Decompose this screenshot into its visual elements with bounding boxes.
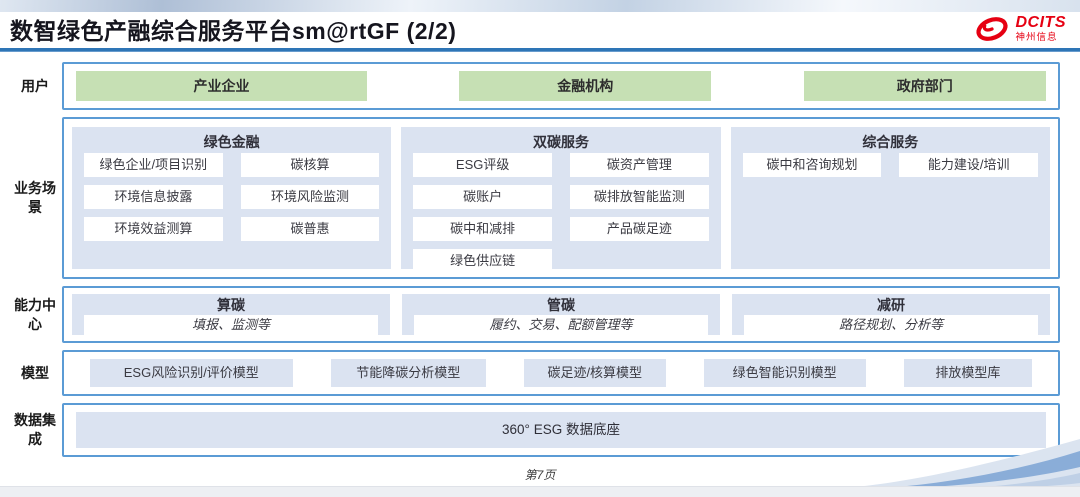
row-data-integration: 数据集成 360° ESG 数据底座 (8, 403, 1060, 457)
panel-title: 综合服务 (862, 134, 919, 150)
row-label-models: 模型 (21, 364, 49, 381)
panel-grid: 碳中和咨询规划 能力建设/培训 (739, 153, 1042, 177)
scenario-item: 产品碳足迹 (569, 217, 709, 241)
model-item: 碳足迹/核算模型 (523, 359, 666, 387)
scenario-item: 碳排放智能监测 (569, 185, 709, 209)
bottom-right-decoration (830, 439, 1080, 489)
brand-logo: DCITS 神州信息 (973, 14, 1067, 44)
panel-green-finance: 绿色金融 绿色企业/项目识别 碳核算 环境信息披露 环境风险监测 环境效益测算 … (72, 127, 392, 269)
scenario-item: 碳账户 (413, 185, 552, 209)
user-type-government: 政府部门 (803, 71, 1046, 101)
row-label-data: 数据集成 (14, 412, 56, 447)
logo-text: DCITS 神州信息 (1016, 15, 1067, 43)
title-divider (0, 48, 1080, 52)
scenarios-box: 绿色金融 绿色企业/项目识别 碳核算 环境信息披露 环境风险监测 环境效益测算 … (62, 117, 1060, 279)
data-foundation-item: 360° ESG 数据底座 (76, 412, 1046, 448)
panel-dual-carbon: 双碳服务 ESG评级 碳资产管理 碳账户 碳排放智能监测 碳中和减排 产品碳足迹… (401, 127, 721, 273)
capability-reduction-research: 减研 路径规划、分析等 (732, 294, 1050, 335)
model-item: 排放模型库 (903, 359, 1032, 387)
scenario-item: 碳中和咨询规划 (742, 153, 882, 177)
models-box: ESG风险识别/评价模型 节能降碳分析模型 碳足迹/核算模型 绿色智能识别模型 … (62, 350, 1060, 396)
top-decoration (0, 0, 1080, 12)
capability-title: 管碳 (547, 297, 575, 313)
panel-grid: 绿色企业/项目识别 碳核算 环境信息披露 环境风险监测 环境效益测算 碳普惠 (80, 153, 383, 241)
row-users: 用户 产业企业 金融机构 政府部门 (8, 62, 1060, 110)
brand-name: DCITS (1015, 14, 1066, 32)
model-item: 绿色智能识别模型 (703, 359, 866, 387)
scenario-item: 绿色企业/项目识别 (84, 153, 223, 177)
capability-carbon-calc: 算碳 填报、监测等 (72, 294, 390, 335)
scenario-item: 环境风险监测 (240, 185, 380, 209)
capability-desc: 履约、交易、配额管理等 (414, 315, 708, 335)
row-label-capabilities: 能力中心 (14, 296, 56, 332)
panel-title: 绿色金融 (203, 134, 260, 150)
scenario-item: ESG评级 (413, 153, 552, 177)
row-capabilities: 能力中心 算碳 填报、监测等 管碳 履约、交易、配额管理等 减研 路径规划、分析… (8, 286, 1060, 343)
scenario-item: 环境信息披露 (84, 185, 223, 209)
row-scenarios: 业务场景 绿色金融 绿色企业/项目识别 碳核算 环境信息披露 环境风险监测 环境… (8, 117, 1060, 279)
model-item: 节能降碳分析模型 (330, 359, 486, 387)
panel-title: 双碳服务 (532, 134, 589, 150)
panel-comprehensive: 综合服务 碳中和咨询规划 能力建设/培训 (730, 127, 1050, 269)
capability-carbon-manage: 管碳 履约、交易、配额管理等 (402, 294, 720, 335)
data-box: 360° ESG 数据底座 (62, 403, 1060, 457)
model-item: ESG风险识别/评价模型 (90, 359, 293, 387)
header: 数智绿色产融综合服务平台sm@rtGF (2/2) DCITS 神州信息 (0, 10, 1080, 48)
scenario-item: 碳中和减排 (413, 217, 552, 241)
page-title: 数智绿色产融综合服务平台sm@rtGF (2/2) (10, 18, 457, 44)
user-type-industry: 产业企业 (76, 71, 367, 101)
scenario-item: 碳普惠 (240, 217, 380, 241)
scenario-item: 碳核算 (240, 153, 380, 177)
capability-desc: 路径规划、分析等 (744, 315, 1038, 335)
scenario-item: 绿色供应链 (413, 249, 552, 273)
scenario-item: 环境效益测算 (84, 217, 223, 241)
capability-desc: 填报、监测等 (84, 315, 378, 335)
brand-subtitle: 神州信息 (1015, 32, 1058, 44)
capability-title: 算碳 (217, 297, 245, 313)
row-label-users: 用户 (21, 77, 49, 94)
panel-grid: ESG评级 碳资产管理 碳账户 碳排放智能监测 碳中和减排 产品碳足迹 绿色供应… (409, 153, 712, 273)
user-type-finance: 金融机构 (459, 71, 712, 101)
users-box: 产业企业 金融机构 政府部门 (62, 62, 1060, 110)
capability-title: 减研 (877, 297, 905, 313)
row-models: 模型 ESG风险识别/评价模型 节能降碳分析模型 碳足迹/核算模型 绿色智能识别… (8, 350, 1060, 396)
page-number: 第7页 (524, 468, 556, 482)
capabilities-box: 算碳 填报、监测等 管碳 履约、交易、配额管理等 减研 路径规划、分析等 (62, 286, 1060, 343)
row-label-scenarios: 业务场景 (14, 180, 56, 215)
scenario-item: 能力建设/培训 (899, 153, 1038, 177)
architecture-diagram: 用户 产业企业 金融机构 政府部门 业务场景 绿色金融 绿色企业/项目识别 碳核… (8, 62, 1060, 457)
bottom-strip (0, 486, 1080, 497)
scenario-item: 碳资产管理 (569, 153, 709, 177)
dcits-swirl-icon (975, 17, 1008, 41)
